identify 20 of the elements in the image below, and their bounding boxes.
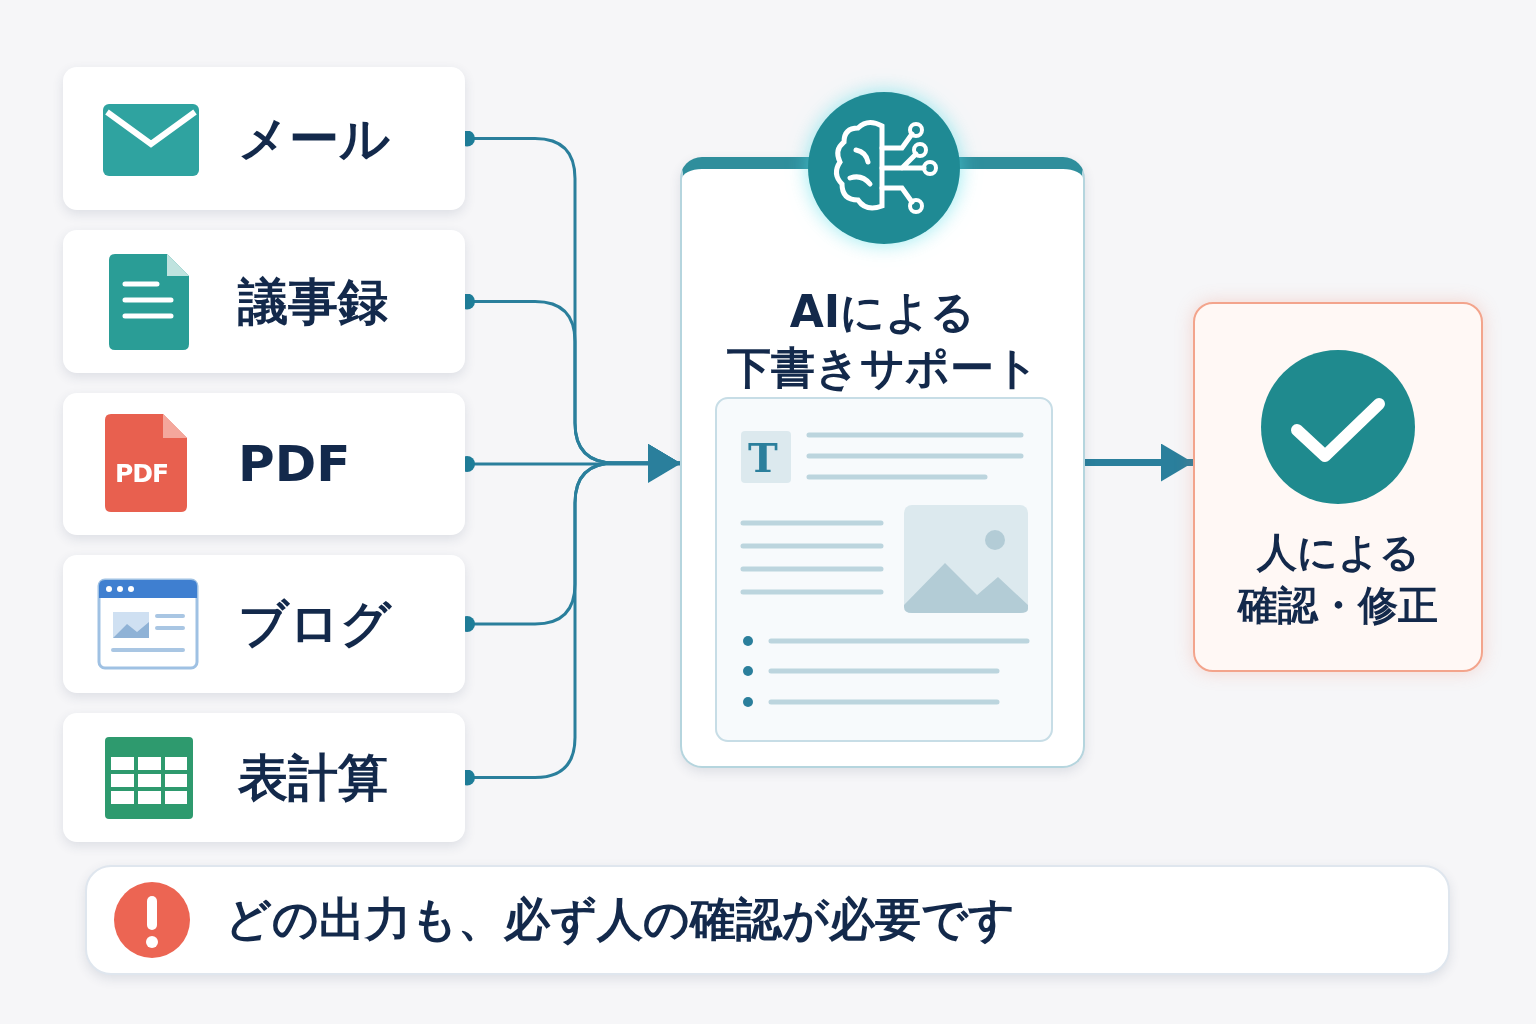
panel-title: 下書きサポート <box>725 341 1040 395</box>
panel-title: AIによる <box>788 285 977 339</box>
source-label: ブログ <box>238 593 391 655</box>
source-card <box>63 713 465 842</box>
review-card <box>1193 302 1483 672</box>
notice-text: どの出力も、必ず人の確認が必要です <box>225 891 1015 948</box>
review-label: 確認・修正 <box>1236 581 1439 630</box>
pdf-label: PDF <box>115 459 169 488</box>
source-card <box>63 393 465 535</box>
notice-banner <box>85 865 1450 975</box>
source-label: PDF <box>238 435 351 493</box>
source-label: 議事録 <box>238 271 388 332</box>
review-label: 人による <box>1255 528 1421 577</box>
format-letter: T <box>748 433 778 483</box>
source-label: 表計算 <box>238 747 388 808</box>
source-card <box>63 67 465 210</box>
source-label: メール <box>238 108 390 169</box>
flow-arrow <box>1085 443 1193 482</box>
source-card <box>63 555 465 693</box>
source-card <box>63 230 465 373</box>
